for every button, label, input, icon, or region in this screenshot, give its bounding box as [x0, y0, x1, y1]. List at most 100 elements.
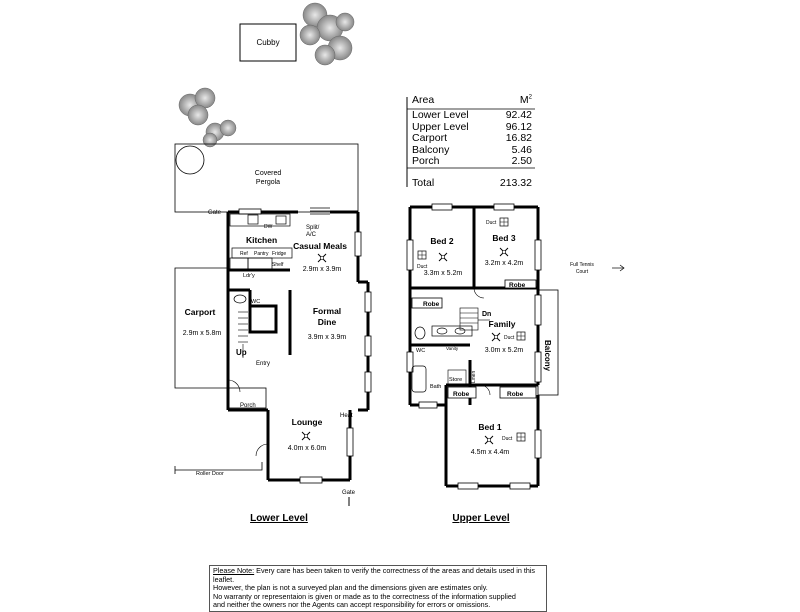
area-row-label: Porch — [412, 155, 440, 167]
fan-icon — [491, 332, 501, 342]
area-row-value: 96.12 — [505, 120, 532, 133]
bath-label: Bath — [430, 384, 441, 390]
store-label: Store — [449, 377, 462, 383]
area-row: Porch 2.50 — [412, 155, 532, 168]
dn-label: Dn — [482, 311, 491, 318]
kitchen-fittings — [229, 213, 293, 271]
cubby-outline — [239, 23, 297, 62]
robe-bed2-label: Robe — [423, 301, 440, 308]
disclaimer-line-1: Please Note: Every care has been taken t… — [213, 566, 536, 584]
area-row-label: Upper Level — [412, 120, 469, 133]
bed2-duct-label: Duct — [417, 264, 428, 270]
vanity-label: Vanity — [446, 346, 459, 351]
stairs-upper — [459, 307, 490, 331]
tree-top-right — [299, 2, 355, 66]
disclaimer-line-2: However, the plan is not a surveyed plan… — [213, 583, 488, 593]
wc-upper-label: WC — [416, 348, 425, 354]
area-total-label: Total — [412, 176, 435, 189]
tennis-court-label-1: Full Tennis — [570, 262, 594, 268]
upper-door-swing-2 — [479, 384, 491, 396]
bed3-dim: 3.2m x 4.2m — [485, 260, 524, 267]
area-table-header: Area M2 — [412, 94, 532, 106]
pergola-label-1: Covered — [255, 170, 282, 177]
casual-meals-dim: 2.9m x 3.9m — [303, 266, 342, 273]
bed2-dim: 3.3m x 5.2m — [424, 270, 463, 277]
formal-dine-label-1: Formal — [313, 306, 341, 316]
heat-label: Heat — [340, 413, 353, 419]
disclaimer-line-3: No warranty or representaion is given or… — [213, 591, 516, 601]
sliding-door — [310, 207, 330, 215]
fan-icon — [438, 252, 448, 262]
family-duct-label: Duct — [504, 335, 515, 341]
area-total-value: 213.32 — [499, 176, 532, 189]
wc-lower-label: WC — [251, 299, 260, 305]
porch-outline — [227, 387, 267, 409]
robe-bed3-label: Robe — [509, 282, 526, 289]
disclaimer-heading: Please Note: — [213, 566, 255, 575]
family-label: Family — [489, 319, 516, 329]
bath-tub — [411, 365, 427, 393]
formal-dine-label-2: Dine — [318, 317, 337, 327]
bed1-label: Bed 1 — [478, 422, 501, 432]
area-header-left: Area — [412, 94, 435, 106]
family-dim: 3.0m x 5.2m — [485, 347, 524, 354]
upper-windows — [406, 203, 542, 490]
fan-icon — [301, 431, 311, 441]
bed3-duct-label: Duct — [486, 220, 497, 226]
area-row-label: Balcony — [412, 143, 450, 156]
bed1-dim: 4.5m x 4.4m — [471, 449, 510, 456]
dw-label: DW — [264, 224, 273, 230]
entry-label: Entry — [256, 361, 270, 367]
linen-label: Linen — [471, 371, 477, 383]
area-row: Carport 16.82 — [412, 132, 532, 145]
disclaimer-line-4: and neither the owners nor the Agents ca… — [213, 600, 491, 610]
upper-door-swing-1 — [473, 287, 485, 299]
pantry-label: Pantry — [254, 251, 269, 257]
formal-dine-dim: 3.9m x 3.9m — [308, 334, 347, 341]
upper-level-title: Upper Level — [452, 513, 509, 524]
toilet-icon — [233, 294, 247, 304]
balcony-label: Balcony — [543, 340, 552, 372]
store-box — [447, 369, 467, 385]
bed1-duct-label: Duct — [502, 436, 513, 442]
carport-label: Carport — [185, 307, 216, 317]
robe-bed1b-label: Robe — [507, 391, 524, 398]
shelf-label: Shelf — [272, 262, 284, 268]
arrow-right-icon — [612, 264, 625, 272]
fan-icon — [499, 247, 509, 257]
balcony-outline — [537, 289, 559, 396]
area-row-value: 92.42 — [505, 109, 532, 121]
area-total-row: Total 213.32 — [412, 177, 532, 189]
casual-meals-label: Casual Meals — [293, 241, 347, 251]
cubby-label: Cubby — [256, 38, 279, 47]
split-ac-label-1: Split/ — [306, 225, 320, 231]
ldry-label: Ldr'y — [243, 273, 255, 279]
disclaimer-box: Please Note: Every care has been taken t… — [209, 565, 547, 612]
fridge-label: Fridge — [272, 251, 286, 257]
entry-door-swing — [227, 379, 241, 393]
duct-icon — [516, 432, 526, 442]
vanity-fittings — [414, 325, 473, 340]
carport-dim: 2.9m x 5.8m — [183, 330, 222, 337]
area-header-right: M2 — [519, 94, 532, 106]
split-ac-label-2: A/C — [306, 232, 317, 238]
lounge-dim: 4.0m x 6.0m — [288, 445, 327, 452]
duct-icon — [417, 250, 427, 260]
area-row-label: Carport — [412, 132, 448, 144]
lounge-door-swing — [255, 443, 269, 457]
roller-door-label: Roller Door — [196, 471, 224, 477]
area-row-value: 2.50 — [511, 155, 532, 167]
bed2-label: Bed 2 — [430, 236, 453, 246]
carport-outline — [174, 267, 228, 389]
kitchen-label: Kitchen — [246, 235, 277, 245]
stairs-lower — [238, 311, 248, 358]
area-row-value: 16.82 — [505, 132, 532, 144]
roller-door-line — [175, 462, 263, 471]
up-label: Up — [236, 348, 247, 357]
ref-label: Ref — [240, 251, 248, 257]
lounge-label: Lounge — [292, 417, 323, 427]
lower-level-title: Lower Level — [250, 513, 308, 524]
